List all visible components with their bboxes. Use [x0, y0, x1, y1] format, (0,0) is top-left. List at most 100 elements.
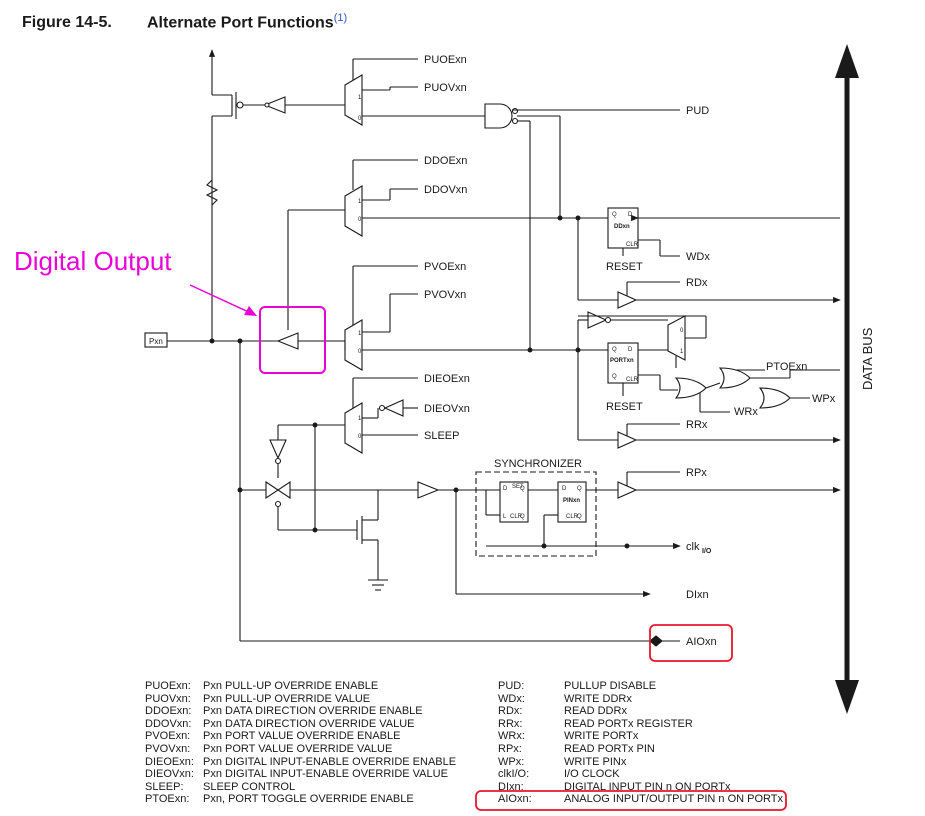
legend-value: Pxn DIGITAL INPUT-ENABLE OVERRIDE ENABLE [203, 755, 457, 768]
legend-value: Pxn DIGITAL INPUT-ENABLE OVERRIDE VALUE [203, 768, 448, 781]
legend-row: PVOExn: Pxn PORT VALUE OVERRIDE ENABLE [145, 730, 456, 743]
legend-row: DDOExn:Pxn DATA DIRECTION OVERRIDE ENABL… [145, 705, 456, 718]
legend-row: SLEEP: SLEEP CONTROL [145, 781, 456, 794]
legend-key: RDx: [498, 705, 523, 718]
legend-value: WRITE PINx [564, 755, 627, 768]
legend-key: SLEEP: [145, 780, 184, 793]
legend-value: Pxn DATA DIRECTION OVERRIDE ENABLE [203, 705, 423, 718]
sync-clr: CLR [510, 514, 523, 520]
toggle-mux-0: 0 [680, 328, 684, 334]
legend-key: RRx: [498, 717, 523, 730]
pvov-label: PVOVxn [424, 289, 466, 301]
data-bus [209, 44, 859, 714]
ddo-mux-1: 1 [358, 199, 362, 205]
legend-value: SLEEP CONTROL [203, 780, 296, 793]
aioxn-highlight [649, 624, 733, 662]
legend-row: DIEOVxn: Pxn DIGITAL INPUT-ENABLE OVERRID… [145, 768, 456, 781]
portxn-q: Q [612, 347, 617, 353]
ddo-mux [344, 185, 363, 237]
reset-label-1: RESET [606, 261, 643, 273]
legend-value: I/O CLOCK [564, 768, 620, 781]
legend-row: RDx: READ DDRx [498, 705, 783, 718]
legend-key: DDOVxn: [145, 717, 192, 730]
pud-label: PUD [686, 105, 709, 117]
legend-row: PUOVxn: Pxn PULL-UP OVERRIDE VALUE [145, 693, 456, 706]
pud-and-gate [484, 103, 513, 129]
dieo-mux [344, 402, 363, 454]
legend-row: DIxn:DIGITAL INPUT PIN n ON PORTx [498, 781, 783, 794]
synchronizer-box [475, 471, 597, 557]
wdx-label: WDx [686, 251, 710, 263]
portxn-qbar: Q [612, 374, 617, 380]
legend-row: PUD:PULLUP DISABLE [498, 680, 783, 693]
ddov-label: DDOVxn [424, 184, 467, 196]
portxn-flipflop [607, 342, 639, 384]
sync-set: SET [512, 484, 524, 490]
ddoe-label: DDOExn [424, 155, 467, 167]
schmitt-trigger [417, 481, 440, 499]
pvo-mux-1: 1 [358, 331, 362, 337]
digital-output-pointer [189, 284, 256, 316]
legend-value: READ PORTx REGISTER [564, 717, 693, 730]
dixn-label: DIxn [686, 589, 709, 601]
wrx-label: WRx [734, 406, 758, 418]
toggle-mux [667, 315, 686, 361]
wpx-label: WPx [812, 393, 836, 405]
pinxn-flipflop [557, 481, 587, 523]
legend-value: Pxn PORT VALUE OVERRIDE ENABLE [203, 730, 401, 743]
legend-key: WPx: [498, 755, 525, 768]
toggle-mux-1: 1 [680, 349, 684, 355]
pinxn-d: D [562, 486, 567, 492]
legend-value: Pxn PULL-UP OVERRIDE VALUE [203, 692, 371, 705]
legend-value: Pxn DATA DIRECTION OVERRIDE VALUE [203, 717, 415, 730]
puo-mux-1: 1 [358, 95, 362, 101]
legend-key: DIEOExn: [145, 755, 194, 768]
legend-value: Pxn PORT VALUE OVERRIDE VALUE [203, 742, 393, 755]
legend-value: Pxn, PORT TOGGLE OVERRIDE ENABLE [203, 793, 414, 806]
aioxn-legend-highlight [475, 790, 787, 811]
legend-key: DIEOVxn: [145, 768, 194, 781]
ddxn-q: Q [612, 212, 617, 218]
legend-key: PVOExn: [145, 730, 191, 743]
dieo-mux-1: 1 [358, 416, 362, 422]
output-buffer [276, 332, 299, 350]
sync-qbar: Q [520, 514, 525, 520]
pxn-pin-box [144, 332, 168, 348]
or-gate-2 [718, 367, 751, 389]
clk-subscript: I/O [702, 548, 712, 555]
legend-row: PVOVxn:Pxn PORT VALUE OVERRIDE VALUE [145, 743, 456, 756]
rrx-label: RRx [686, 419, 708, 431]
legend-value: WRITE PORTx [564, 730, 639, 743]
ddxn-name: DDxn [614, 224, 630, 230]
pinxn-name: PINxn [563, 498, 580, 504]
legend-value: READ PORTx PIN [564, 742, 655, 755]
reset-label-2: RESET [606, 401, 643, 413]
legend-key: WRx: [498, 730, 525, 743]
legend-value: WRITE DDRx [564, 692, 632, 705]
dieoe-label: DIEOExn [424, 373, 470, 385]
ddxn-clr: CLR [626, 242, 639, 248]
ddo-mux-0: 0 [358, 217, 362, 223]
digital-output-label: Digital Output [14, 246, 172, 276]
legend-value: PULLUP DISABLE [564, 680, 657, 692]
legend-value: READ DDRx [564, 705, 627, 718]
puo-mux-0: 0 [358, 116, 362, 122]
legend-key: PUOVxn: [145, 692, 191, 705]
footnote-link[interactable]: (1) [333, 12, 348, 24]
transmission-gate [265, 480, 291, 500]
pvo-mux [344, 319, 363, 371]
legend-value: Pxn PULL-UP OVERRIDE ENABLE [203, 680, 379, 692]
pvoe-label: PVOExn [424, 261, 466, 273]
legend-key: clkI/O: [498, 768, 530, 781]
figure-title-text: Alternate Port Functions [147, 14, 334, 32]
legend-row: AIOxn:ANALOG INPUT/OUTPUT PIN n ON PORTx [498, 793, 783, 806]
or-gate-1 [674, 377, 707, 399]
legend-key: DIxn: [498, 780, 524, 793]
portxn-clr: CLR [626, 377, 639, 383]
aioxn-label: AIOxn [686, 636, 717, 648]
legend-key: WDx: [498, 692, 525, 705]
